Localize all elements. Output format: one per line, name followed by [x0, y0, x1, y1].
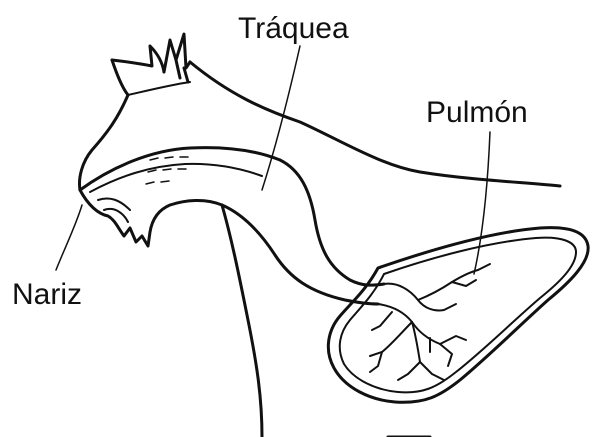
label-pulmon: Pulmón: [426, 98, 528, 128]
leader-nariz: [56, 205, 82, 270]
label-nariz: Nariz: [12, 280, 82, 310]
label-traquea: Tráquea: [238, 14, 349, 44]
nasal-cavity: [80, 148, 280, 246]
bronchial-tree: [370, 264, 490, 380]
leader-pulmon: [474, 132, 490, 274]
trachea: [222, 160, 384, 304]
lung: [328, 228, 588, 403]
